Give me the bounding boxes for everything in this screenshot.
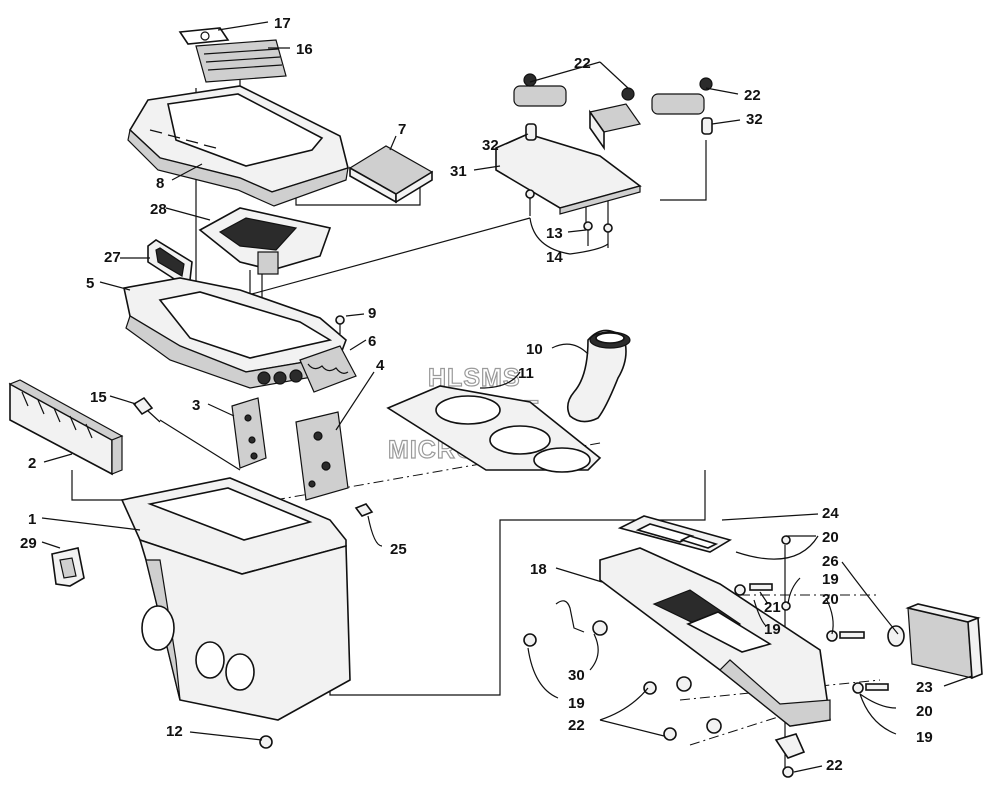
callout-24: 24	[822, 505, 839, 522]
callout-25: 25	[390, 541, 407, 558]
callout-22-top: 22	[574, 55, 591, 72]
callout-22-right: 22	[744, 87, 761, 104]
callout-22-lower: 22	[568, 717, 585, 734]
callout-22-bottom: 22	[826, 757, 843, 774]
callout-10: 10	[526, 341, 543, 358]
part-31-bracket	[495, 133, 642, 215]
part-3-gasket	[231, 397, 267, 469]
part-27-boot	[147, 239, 193, 285]
part-22-relay	[588, 87, 642, 151]
part-26-cap	[887, 625, 905, 647]
part-22-solenoid-right	[651, 77, 713, 115]
part-8-airbox-lid	[127, 85, 349, 207]
part-2-filter	[8, 379, 124, 476]
part-24-gasket	[617, 515, 733, 553]
callout-19-upper: 19	[822, 571, 839, 588]
callout-20-top: 20	[822, 529, 839, 546]
callout-2: 2	[28, 455, 36, 472]
part-5-airbox-base	[123, 277, 347, 389]
part-22-solenoid-left	[513, 73, 567, 107]
part-12-plug	[259, 735, 273, 749]
callout-13: 13	[546, 225, 563, 242]
callout-5: 5	[86, 275, 94, 292]
callout-19-mid: 19	[764, 621, 781, 638]
callout-32-right: 32	[746, 111, 763, 128]
part-15-bolt	[132, 396, 161, 423]
part-4-plate	[295, 411, 349, 501]
part-11-plate	[386, 385, 602, 473]
callout-20-mid: 20	[822, 591, 839, 608]
part-17-label	[178, 27, 230, 45]
part-9-screw	[335, 315, 345, 334]
callout-26: 26	[822, 553, 839, 570]
part-10-elbow	[566, 329, 631, 423]
part-29-clip	[51, 547, 85, 587]
callout-12: 12	[166, 723, 183, 740]
callout-27: 27	[104, 249, 121, 266]
callouts: 17 16 7 8 28 27 5 9 6 4 10 11 15 3 2 1 2…	[20, 15, 933, 774]
callout-6: 6	[368, 333, 376, 350]
part-13-14-bolts	[525, 189, 613, 248]
callout-8: 8	[156, 175, 164, 192]
callout-18: 18	[530, 561, 547, 578]
callout-21: 21	[764, 599, 781, 616]
callout-32-left: 32	[482, 137, 499, 154]
callout-28: 28	[150, 201, 167, 218]
callout-3: 3	[192, 397, 200, 414]
part-1-lower-airbox	[120, 477, 351, 721]
callout-19-lower-left: 19	[568, 695, 585, 712]
part-25-screw	[354, 503, 374, 517]
callout-14: 14	[546, 249, 563, 266]
part-28-silencer	[198, 207, 332, 275]
part-16-decal	[195, 39, 287, 83]
callout-16: 16	[296, 41, 313, 58]
callout-7: 7	[398, 121, 406, 138]
part-18-duct	[599, 547, 831, 727]
part-6-gasket	[299, 345, 357, 393]
callout-1: 1	[28, 511, 36, 528]
callout-23: 23	[916, 679, 933, 696]
part-7-filter-pad	[348, 145, 434, 204]
part-32-spacers	[525, 117, 713, 141]
callout-9: 9	[368, 305, 376, 322]
callout-17: 17	[274, 15, 291, 32]
callout-30: 30	[568, 667, 585, 684]
callout-29: 29	[20, 535, 37, 552]
part-23-filter	[905, 603, 983, 680]
leader-lines	[41, 21, 973, 773]
callout-15: 15	[90, 389, 107, 406]
callout-31: 31	[450, 163, 467, 180]
callout-11: 11	[518, 365, 534, 382]
callout-20-lower: 20	[916, 703, 933, 720]
callout-19-lower-right: 19	[916, 729, 933, 746]
part-30-rod	[555, 600, 585, 633]
small-hardware	[523, 535, 889, 778]
callout-4: 4	[376, 357, 385, 374]
